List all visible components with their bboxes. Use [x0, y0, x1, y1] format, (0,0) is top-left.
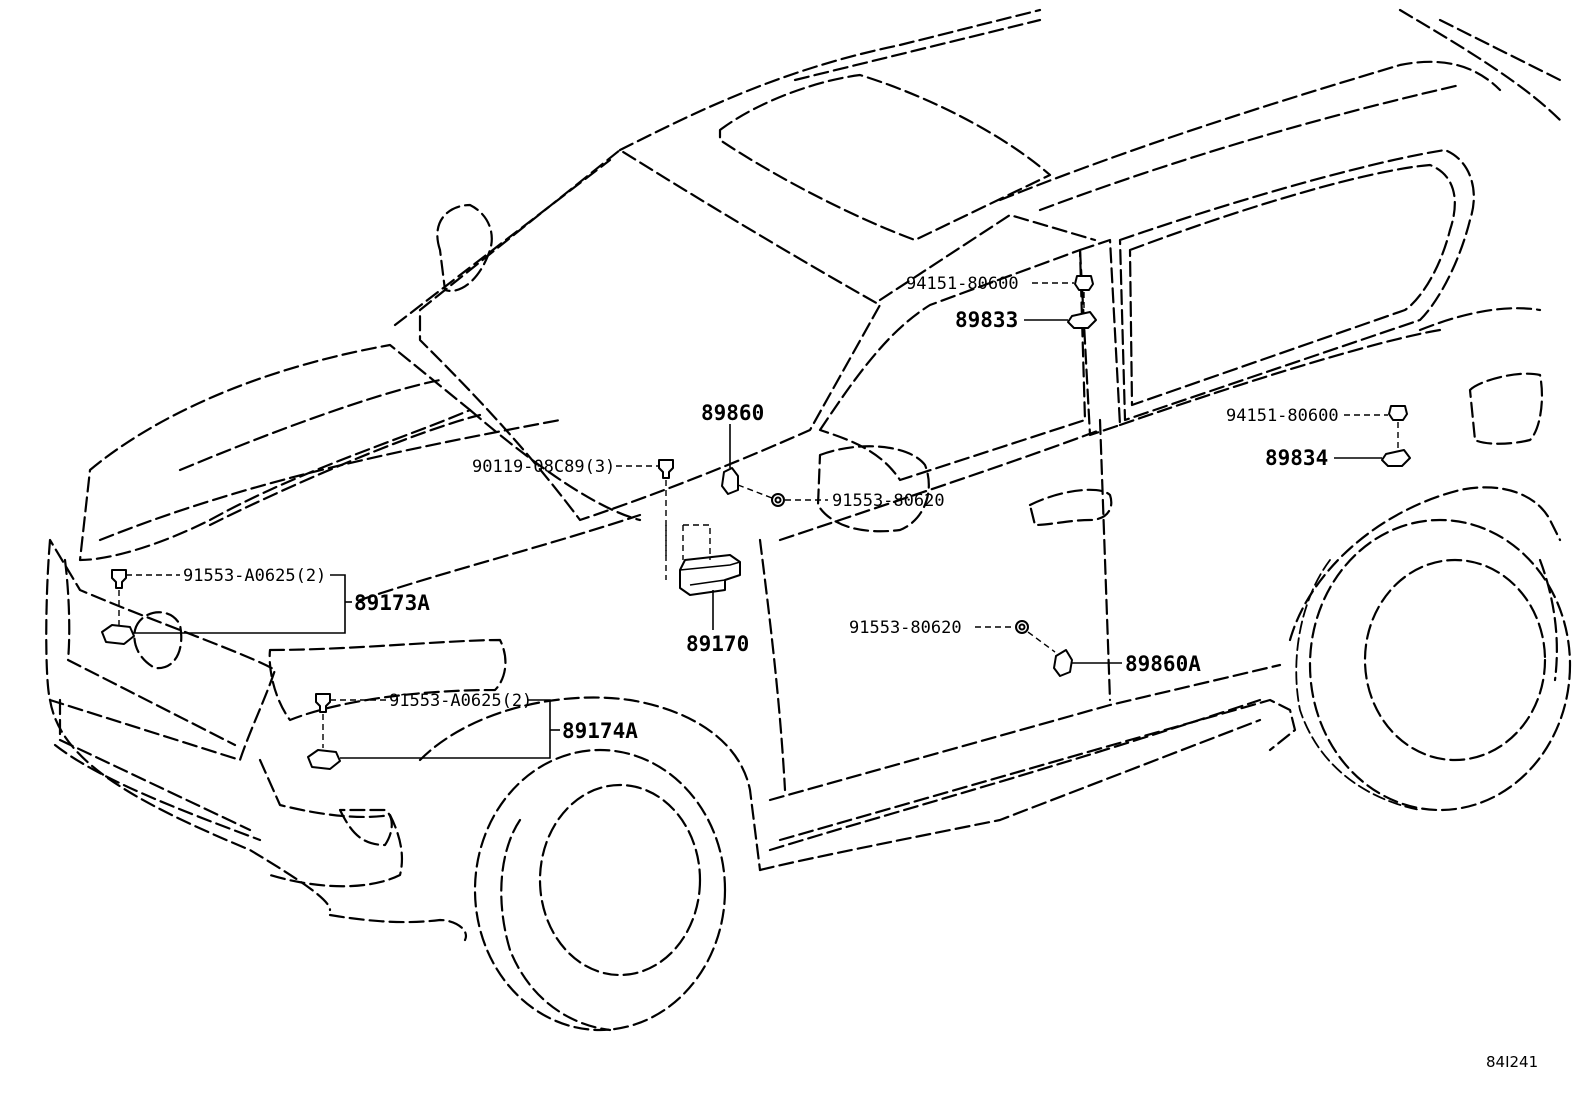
bolt-91553-a0625-lower-icon: [315, 693, 331, 713]
sensor-89173a-icon: [101, 624, 135, 645]
nut-94151-80600-pillar-icon: [1074, 275, 1094, 291]
vehicle-outline: [45, 8, 1572, 1032]
label-ecu-89170: 89170: [686, 632, 749, 656]
label-nut-94151-pillar: 94151-80600: [906, 274, 1019, 294]
diagram-reference-code: 84I241: [1486, 1053, 1538, 1071]
nut-91553-80620-upper-icon: [771, 493, 785, 507]
bolt-90119-icon: [658, 459, 674, 479]
label-nut-91553-upper: 91553-80620: [832, 491, 945, 511]
label-sensor-89860: 89860: [701, 401, 764, 425]
bolt-91553-a0625-upper-icon: [111, 569, 127, 589]
label-nut-91553-door: 91553-80620: [849, 618, 962, 638]
sensor-89860a-icon: [1053, 649, 1073, 677]
label-bolt-90119: 90119-08C89(3): [472, 457, 615, 477]
sensor-89833-icon: [1067, 311, 1097, 329]
airbag-ecu-89170-icon: [679, 554, 741, 596]
sensor-89174a-icon: [307, 749, 341, 770]
nut-94151-80600-rear-icon: [1388, 405, 1408, 421]
label-sensor-89173a: 89173A: [354, 591, 430, 615]
label-sensor-89174a: 89174A: [562, 719, 638, 743]
nut-91553-80620-door-icon: [1015, 620, 1029, 634]
sensor-89834-icon: [1381, 449, 1411, 467]
label-sensor-89834: 89834: [1265, 446, 1328, 470]
sensor-89860-icon: [721, 467, 739, 495]
label-sensor-89860a: 89860A: [1125, 652, 1201, 676]
label-bolt-91553-front-upper: 91553-A0625(2): [183, 566, 326, 586]
callout-labels: 90119-08C89(3) 89860 91553-80620 89170 9…: [183, 274, 1538, 1071]
label-bolt-91553-front-lower: 91553-A0625(2): [389, 691, 532, 711]
label-nut-94151-rear: 94151-80600: [1226, 406, 1339, 426]
label-sensor-89833: 89833: [955, 308, 1018, 332]
